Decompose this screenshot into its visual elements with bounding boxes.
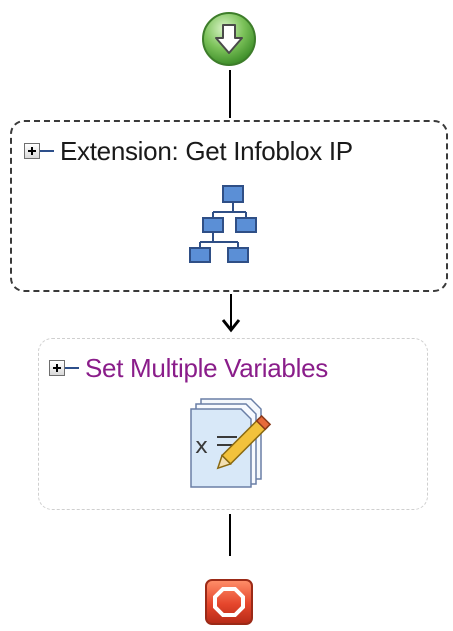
expand-plus-icon[interactable] (24, 143, 40, 159)
activity-title: Extension: Get Infoblox IP (60, 136, 353, 166)
connector-arrow (221, 294, 241, 333)
svg-text:x: x (195, 434, 208, 459)
expander-connector (65, 367, 79, 369)
stop-octagon-icon (205, 579, 253, 625)
start-arrow-icon (202, 12, 256, 66)
variables-edit-icon: x (190, 398, 272, 488)
connector-line (229, 70, 231, 118)
expand-plus-icon[interactable] (49, 360, 65, 376)
expander-connector (40, 150, 54, 152)
connector-line (229, 514, 231, 556)
activity-header: Extension: Get Infoblox IP (24, 136, 353, 166)
activity-header: Set Multiple Variables (49, 353, 328, 383)
end-node[interactable] (204, 578, 254, 626)
activity-set-multiple-variables[interactable]: Set Multiple Variables x (38, 338, 428, 510)
activity-get-infoblox-ip[interactable]: Extension: Get Infoblox IP (10, 120, 448, 292)
start-node[interactable] (200, 10, 258, 68)
hierarchy-icon (189, 185, 257, 263)
activity-title: Set Multiple Variables (85, 353, 328, 383)
